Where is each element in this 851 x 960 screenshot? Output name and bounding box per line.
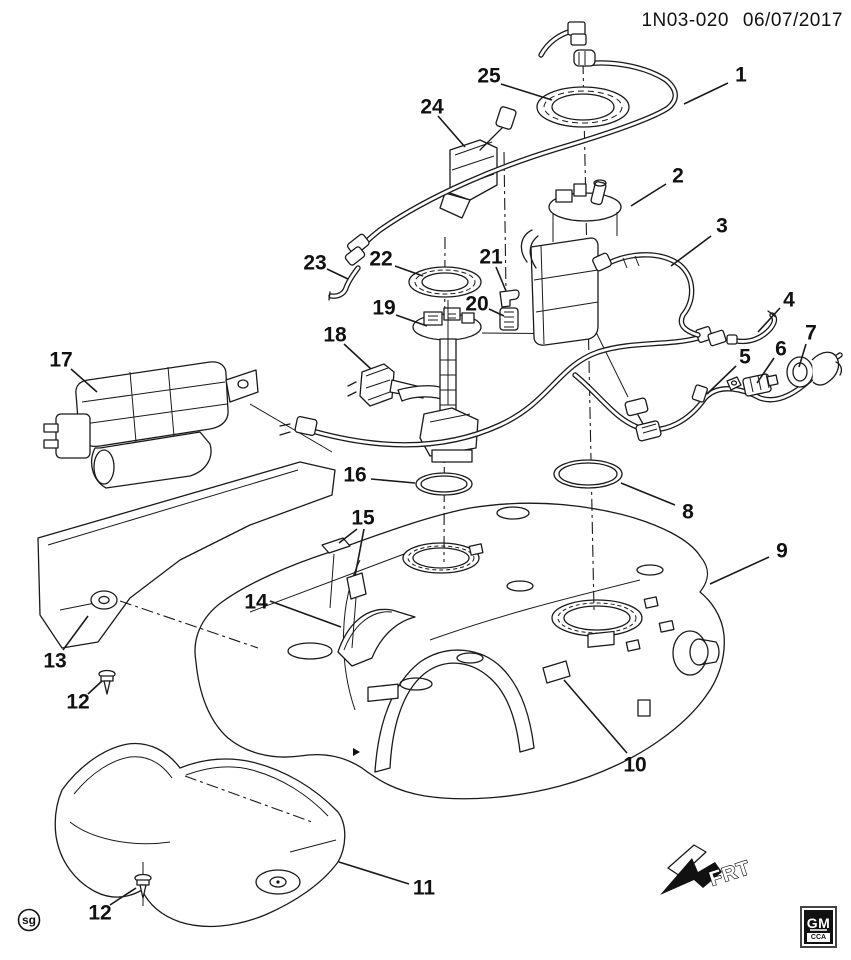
callout-leader-15: [338, 528, 358, 544]
callout-leader-3: [670, 235, 712, 267]
vent-hose-4: [726, 310, 778, 345]
callout-8: 8: [682, 501, 694, 524]
callout-12: 12: [66, 691, 89, 714]
o-ring-16: [415, 472, 473, 496]
callout-leader-12: [109, 887, 137, 906]
fuel-pipe: [344, 21, 678, 266]
fuel-pump-module: [520, 179, 622, 346]
callout-12: 12: [88, 902, 111, 925]
evap-canister: [43, 361, 259, 489]
callout-leader-25: [500, 83, 553, 101]
callout-leader-19: [395, 314, 428, 327]
push-pin-lower: [134, 862, 152, 906]
fuel-tank: [194, 502, 725, 800]
callout-18: 18: [323, 324, 347, 347]
callout-leader-11: [338, 861, 410, 885]
gm-badge-sublabel: CCA: [811, 934, 826, 941]
tank-label: [542, 660, 571, 684]
callout-22: 22: [369, 248, 392, 271]
vent-pipe: [279, 326, 727, 448]
callout-leader-6: [756, 357, 775, 384]
sender-bracket: [347, 363, 453, 407]
callout-19: 19: [372, 297, 395, 320]
push-pin-upper: [98, 669, 116, 695]
callout-leader-7: [798, 343, 807, 368]
artist-mark: sg: [17, 908, 41, 932]
callout-leader-17: [70, 368, 98, 393]
callout-leader-8: [620, 482, 676, 506]
callout-14: 14: [244, 591, 268, 614]
artist-mark-label: sg: [22, 913, 36, 927]
sender-connector: [499, 307, 519, 331]
callout-11: 11: [413, 877, 436, 900]
front-shield: [37, 461, 336, 649]
heat-shield: [54, 742, 346, 928]
callout-7: 7: [805, 322, 817, 345]
gm-badge: GM CCA: [800, 906, 837, 948]
mount-pads: [321, 537, 367, 649]
callout-5: 5: [739, 346, 751, 369]
drawing-date: 06/07/2017: [742, 10, 843, 31]
callout-leader-23: [326, 268, 349, 280]
harness-connector: [726, 373, 779, 397]
callout-leader-2: [630, 183, 667, 207]
callout-2: 2: [672, 165, 684, 188]
callout-leader-22: [394, 265, 424, 277]
callout-leader-5: [706, 365, 737, 395]
callout-4: 4: [783, 289, 795, 312]
callout-24: 24: [420, 96, 444, 119]
callout-leader-20: [488, 308, 505, 317]
callout-leader-12: [87, 680, 103, 695]
fuel-hose-3: [592, 252, 701, 338]
saddle-pad: [337, 608, 416, 667]
callout-leader-13: [62, 615, 89, 651]
callout-17: 17: [49, 349, 72, 372]
callout-3: 3: [716, 215, 728, 238]
drawing-number: 1N03-020: [641, 10, 729, 31]
callout-leader-14: [269, 600, 342, 628]
grommet: [786, 351, 843, 388]
callout-leader-1: [683, 82, 729, 105]
callout-6: 6: [775, 338, 787, 361]
callout-leader-4: [757, 307, 781, 333]
callout-leader-15: [354, 528, 365, 577]
callout-16: 16: [343, 464, 366, 487]
fuel-sender: [412, 300, 482, 463]
callout-leader-16: [370, 478, 416, 484]
frt-label: FRT: [707, 857, 754, 891]
lock-ring-25: [536, 86, 630, 128]
callout-10: 10: [623, 754, 646, 777]
callout-23: 23: [303, 252, 326, 275]
callout-20: 20: [465, 293, 488, 316]
gm-badge-label: GM: [807, 915, 831, 931]
lock-ring-22: [408, 266, 482, 298]
callout-25: 25: [477, 65, 501, 88]
callout-1: 1: [735, 64, 747, 87]
drawing-header: 1N03-020 06/07/2017: [641, 10, 843, 32]
callout-9: 9: [776, 540, 788, 563]
o-ring-8: [553, 459, 623, 489]
elbow-hose: [328, 265, 361, 301]
retainer-clip: [499, 289, 520, 308]
callout-leader-10: [563, 679, 628, 754]
callout-leader-18: [343, 343, 372, 370]
callout-21: 21: [479, 246, 503, 269]
front-direction-arrow: FRT: [660, 844, 754, 895]
callout-leader-21: [495, 266, 507, 292]
callout-leader-24: [437, 115, 466, 148]
callout-13: 13: [43, 650, 66, 673]
callout-leader-9: [709, 556, 770, 585]
callout-15: 15: [351, 507, 375, 530]
